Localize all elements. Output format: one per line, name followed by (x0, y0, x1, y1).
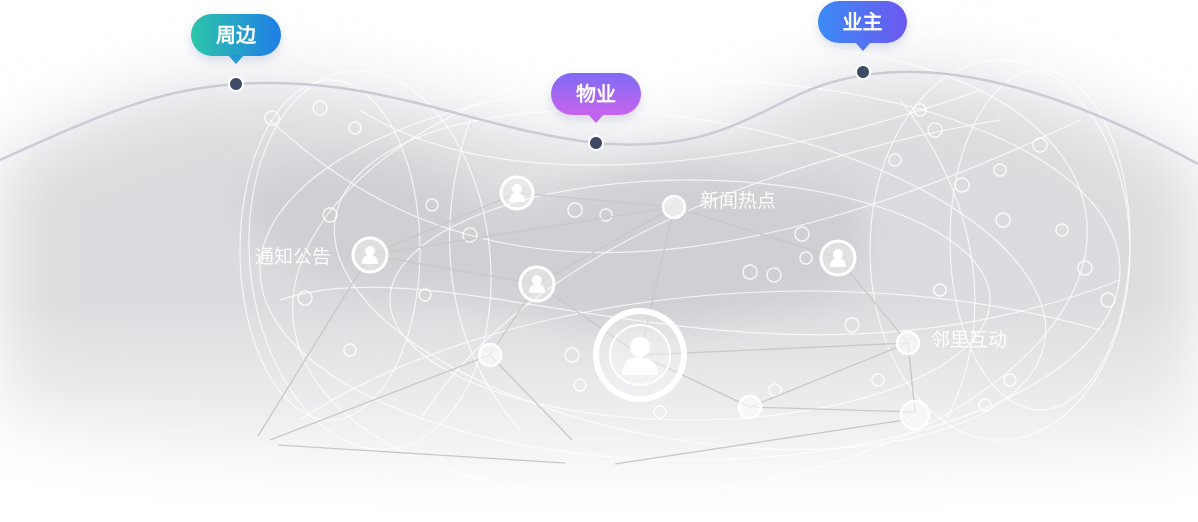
node-lower-left (477, 342, 503, 368)
hill-shadow (0, 73, 1198, 518)
person-icon (362, 246, 378, 264)
node-center (593, 308, 687, 402)
network-links (257, 192, 916, 465)
point-wuye (590, 137, 602, 149)
network-nodes (351, 175, 931, 431)
tag-wuye[interactable]: 物业 (551, 73, 641, 123)
person-icon (830, 249, 846, 267)
node-tongzhi (351, 236, 389, 274)
person-icon (529, 275, 545, 293)
person-icon (509, 184, 525, 202)
node-lower (737, 394, 763, 420)
point-zhoubian (230, 78, 242, 90)
node-lower-right (899, 399, 931, 431)
tag-zhoubian[interactable]: 周边 (191, 14, 281, 64)
mesh-nodes (264, 100, 1116, 419)
label-linli: 邻里互动 (931, 329, 1007, 351)
point-yezhu (857, 66, 869, 78)
tag-yezhu[interactable]: 业主 (818, 1, 907, 51)
node-linli (895, 330, 921, 356)
node-middle (518, 265, 556, 303)
label-tongzhi: 通知公告 (255, 246, 331, 268)
node-top (499, 175, 535, 211)
node-right (819, 239, 857, 277)
label-xinwen: 新闻热点 (700, 190, 776, 212)
globe-mesh (239, 44, 1131, 496)
person-icon (622, 337, 658, 375)
node-xinwen (661, 194, 687, 220)
